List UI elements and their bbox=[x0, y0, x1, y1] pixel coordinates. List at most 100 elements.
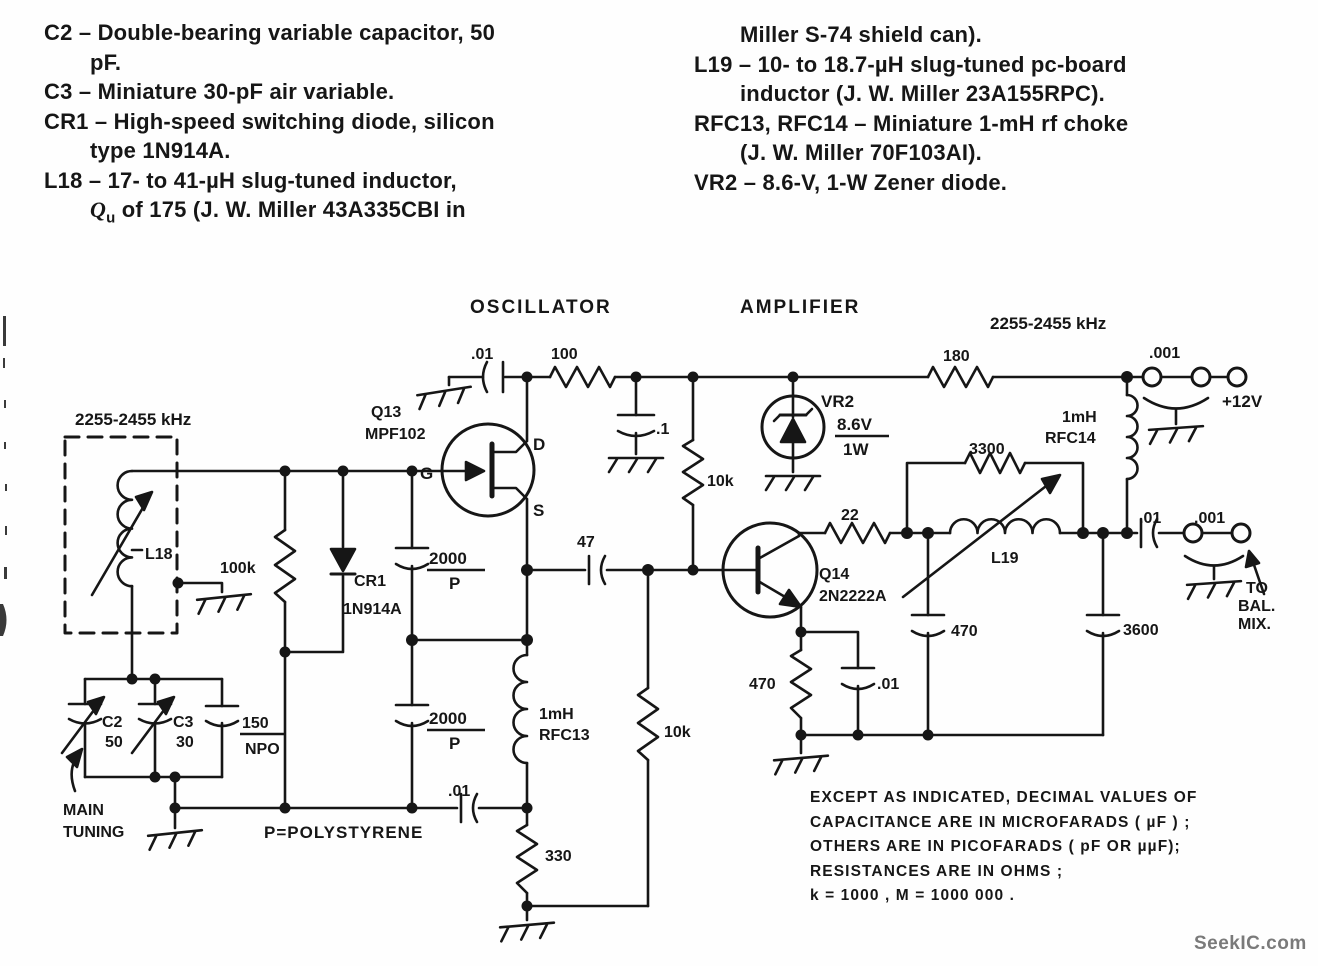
label-l18: L18 bbox=[145, 546, 173, 563]
label-cap-dot1: .1 bbox=[656, 421, 669, 438]
qu-rest: of 175 (J. W. Miller 43A335CBI in bbox=[115, 197, 466, 222]
capacitor-01-emitter bbox=[799, 630, 876, 737]
label-underlines bbox=[240, 434, 889, 736]
schematic-labels: OSCILLATOR AMPLIFIER 2255-2455 kHz 2255-… bbox=[63, 297, 1275, 865]
label-res-470: 470 bbox=[749, 676, 776, 693]
transistor-q13 bbox=[440, 375, 536, 572]
units-note: EXCEPT AS INDICATED, DECIMAL VALUES OF C… bbox=[810, 786, 1197, 909]
label-cap-150-npo: NPO bbox=[245, 741, 280, 758]
zener-diode-vr2 bbox=[760, 375, 826, 492]
label-cap-470: 470 bbox=[951, 623, 978, 640]
junction-dots bbox=[126, 371, 1133, 912]
parts-list-line: CR1 – High-speed switching diode, silico… bbox=[44, 108, 495, 134]
resistor-330 bbox=[498, 806, 557, 943]
parts-list-right-column: Miller S-74 shield can). L19 – 10- to 18… bbox=[694, 20, 1318, 197]
capacitor-3600 bbox=[1085, 531, 1121, 737]
label-gate: G bbox=[420, 464, 433, 483]
label-cap-150: 150 bbox=[242, 715, 269, 732]
inductor-rfc13 bbox=[512, 653, 529, 810]
label-vr2: VR2 bbox=[821, 392, 854, 411]
transistor-q14 bbox=[721, 521, 819, 634]
capacitor-470-output bbox=[910, 531, 946, 737]
qu-subscript: u bbox=[106, 209, 116, 227]
inductor-l18 bbox=[90, 469, 154, 681]
label-c2: C2 bbox=[102, 714, 123, 731]
label-cap-3600: 3600 bbox=[1123, 622, 1159, 639]
qu-symbol: Q bbox=[90, 197, 107, 222]
section-label-amplifier: AMPLIFIER bbox=[740, 297, 860, 318]
label-output-mix: MIX. bbox=[1238, 616, 1271, 633]
label-res-180: 180 bbox=[943, 348, 970, 365]
label-cr1: CR1 bbox=[354, 573, 386, 590]
label-cap-2000-upper-p: P bbox=[449, 574, 460, 593]
label-q13: Q13 bbox=[371, 404, 401, 421]
section-label-oscillator: OSCILLATOR bbox=[470, 297, 612, 318]
diode-cr1 bbox=[283, 469, 357, 654]
label-q14: Q14 bbox=[819, 566, 849, 583]
label-cap-001-output: .001 bbox=[1194, 510, 1225, 527]
capacitor-47 bbox=[525, 554, 760, 586]
label-c3-value: 30 bbox=[176, 734, 194, 751]
parts-list-line: Miller S-74 shield can). bbox=[740, 22, 982, 47]
parts-list-left-column: C2 – Double-bearing variable capacitor, … bbox=[44, 18, 674, 227]
label-main-tuning-2: TUNING bbox=[63, 824, 124, 841]
capacitor-01-output bbox=[1139, 517, 1186, 549]
label-cap-01-output: .01 bbox=[1139, 510, 1161, 527]
parts-list-line: L19 – 10- to 18.7-µH slug-tuned pc-board bbox=[694, 51, 1127, 77]
shield-can-outline bbox=[63, 435, 254, 635]
parts-list-line: L18 – 17- to 41-µH slug-tuned inductor, bbox=[44, 167, 457, 193]
scan-edge-artifacts bbox=[0, 316, 7, 636]
parts-list-line: inductor (J. W. Miller 23A155RPC). bbox=[740, 81, 1105, 106]
label-l19: L19 bbox=[991, 550, 1019, 567]
label-cap-2000-upper: 2000 bbox=[429, 549, 467, 568]
capacitor-2000p-upper bbox=[394, 469, 430, 707]
resistor-10k-upper bbox=[681, 375, 705, 572]
label-q13-type: MPF102 bbox=[365, 426, 426, 443]
frequency-label-left: 2255-2455 kHz bbox=[75, 410, 191, 429]
capacitor-point1 bbox=[607, 375, 665, 474]
label-q14-type: 2N2222A bbox=[819, 588, 887, 605]
resistor-100 bbox=[548, 365, 617, 389]
resistor-100k bbox=[273, 469, 297, 810]
label-cap-01-osc: .01 bbox=[471, 346, 493, 363]
label-res-3300: 3300 bbox=[969, 441, 1005, 458]
label-c3: C3 bbox=[173, 714, 194, 731]
parts-list-line: C3 – Miniature 30-pF air variable. bbox=[44, 79, 395, 104]
note-line: OTHERS ARE IN PICOFARADS ( pF OR µµF); bbox=[810, 838, 1181, 855]
label-cap-01-emitter: .01 bbox=[877, 676, 899, 693]
label-res-100k: 100k bbox=[220, 560, 256, 577]
capacitor-01-oscillator bbox=[416, 360, 505, 411]
label-polystyrene: P=POLYSTYRENE bbox=[264, 823, 423, 842]
parts-list-line: RFC13, RFC14 – Miniature 1-mH rf choke bbox=[694, 110, 1129, 136]
label-res-100: 100 bbox=[551, 346, 578, 363]
label-res-10k-upper: 10k bbox=[707, 473, 734, 490]
label-output-bal: BAL. bbox=[1238, 598, 1275, 615]
label-rfc14: RFC14 bbox=[1045, 430, 1096, 447]
parts-list-line: VR2 – 8.6-V, 1-W Zener diode. bbox=[694, 169, 1008, 195]
label-cap-47: 47 bbox=[577, 534, 595, 551]
parts-list-line: type 1N914A. bbox=[90, 138, 231, 163]
label-cap-001-supply: .001 bbox=[1149, 345, 1180, 362]
frequency-label-right: 2255-2455 kHz bbox=[990, 314, 1106, 333]
label-vr2-power: 1W bbox=[843, 440, 869, 459]
capacitor-2000p-lower bbox=[394, 703, 430, 810]
parts-list-line: pF. bbox=[90, 49, 122, 75]
label-supply-12v: +12V bbox=[1222, 392, 1263, 411]
label-vr2-voltage: 8.6V bbox=[837, 415, 873, 434]
parts-list-line: C2 – Double-bearing variable capacitor, … bbox=[44, 20, 496, 45]
note-line: RESISTANCES ARE IN OHMS ; bbox=[810, 862, 1064, 880]
resistor-470 bbox=[772, 630, 831, 776]
note-line: CAPACITANCE ARE IN MICROFARADS ( µF ) ; bbox=[810, 813, 1191, 831]
output-arrow bbox=[1244, 549, 1266, 596]
label-res-22: 22 bbox=[841, 507, 859, 524]
label-rfc14-value: 1mH bbox=[1062, 409, 1097, 426]
label-rfc13: RFC13 bbox=[539, 727, 590, 744]
label-cap-2000-lower-p: P bbox=[449, 734, 460, 753]
parts-list-line: (J. W. Miller 70F103AI). bbox=[740, 140, 982, 165]
label-c2-value: 50 bbox=[105, 734, 123, 751]
note-line: k = 1000 , M = 1000 000 . bbox=[810, 887, 1016, 904]
feedthrough-001-output bbox=[1182, 522, 1252, 601]
label-cr1-type: 1N914A bbox=[343, 601, 402, 618]
